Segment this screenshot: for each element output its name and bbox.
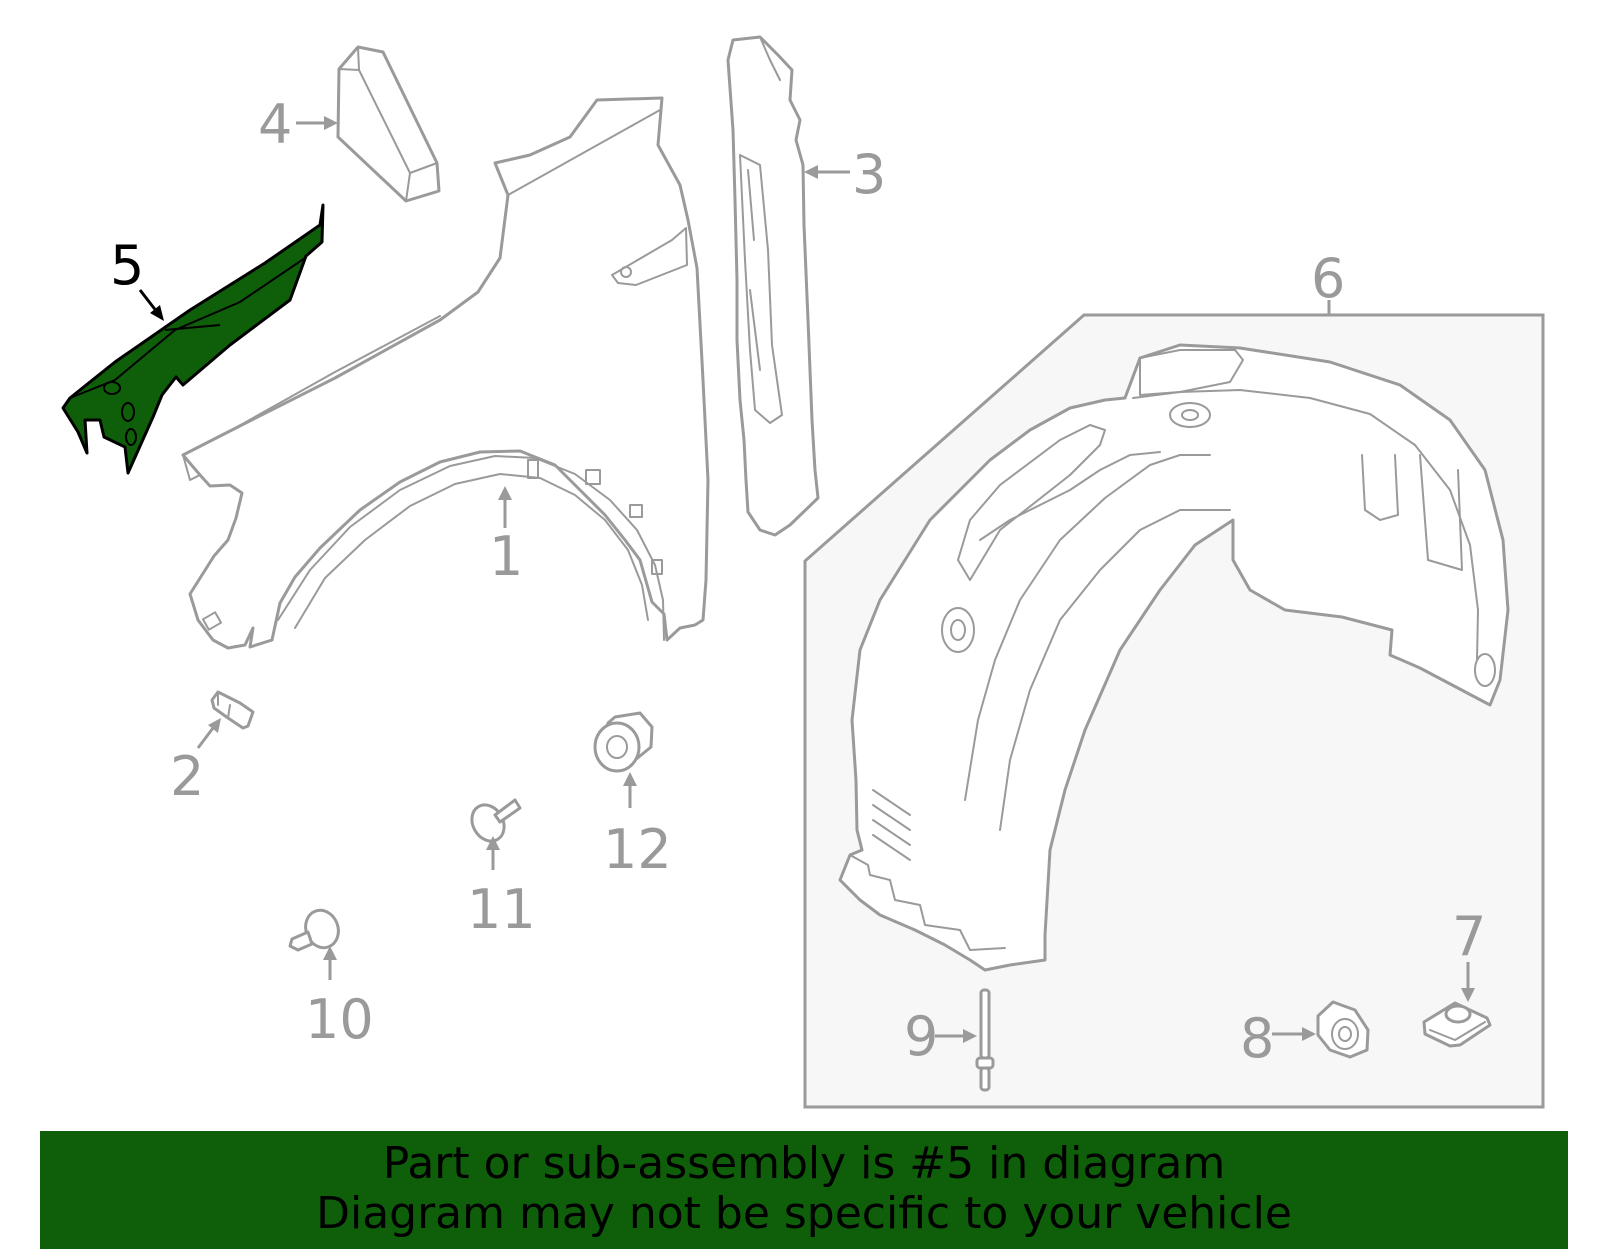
callout-2: 2 [170, 745, 204, 808]
callout-8: 8 [1240, 1007, 1274, 1070]
part-6-wheel-liner [838, 343, 1510, 972]
callout-5: 5 [110, 234, 144, 297]
part-8-nut [1316, 1000, 1370, 1059]
callout-3: 3 [852, 143, 886, 206]
part-3 [726, 35, 820, 537]
part-4 [336, 45, 441, 203]
part-9-stud [975, 988, 995, 1092]
callout-11: 11 [467, 878, 536, 941]
part-10-push-pin [288, 908, 340, 952]
callout-7: 7 [1452, 905, 1486, 968]
callout-12: 12 [603, 818, 672, 881]
part-11-push-pin [470, 798, 522, 843]
callout-9: 9 [904, 1005, 938, 1068]
leader-5 [138, 289, 159, 313]
info-banner: Part or sub-assembly is #5 in diagram Di… [40, 1131, 1568, 1249]
part-1-fender [181, 96, 710, 650]
part-5-highlighted[interactable] [61, 203, 325, 475]
part-7-u-nut [1422, 1001, 1492, 1048]
banner-line-1: Part or sub-assembly is #5 in diagram [382, 1138, 1226, 1189]
callout-4: 4 [258, 93, 292, 156]
leader-lines [138, 116, 1475, 1043]
banner-line-2: Diagram may not be specific to your vehi… [316, 1188, 1292, 1239]
part-12-grommet [593, 711, 654, 773]
callout-10: 10 [305, 988, 374, 1051]
part-2-clip [210, 690, 255, 730]
callout-1: 1 [489, 525, 523, 588]
callout-6: 6 [1311, 247, 1345, 310]
